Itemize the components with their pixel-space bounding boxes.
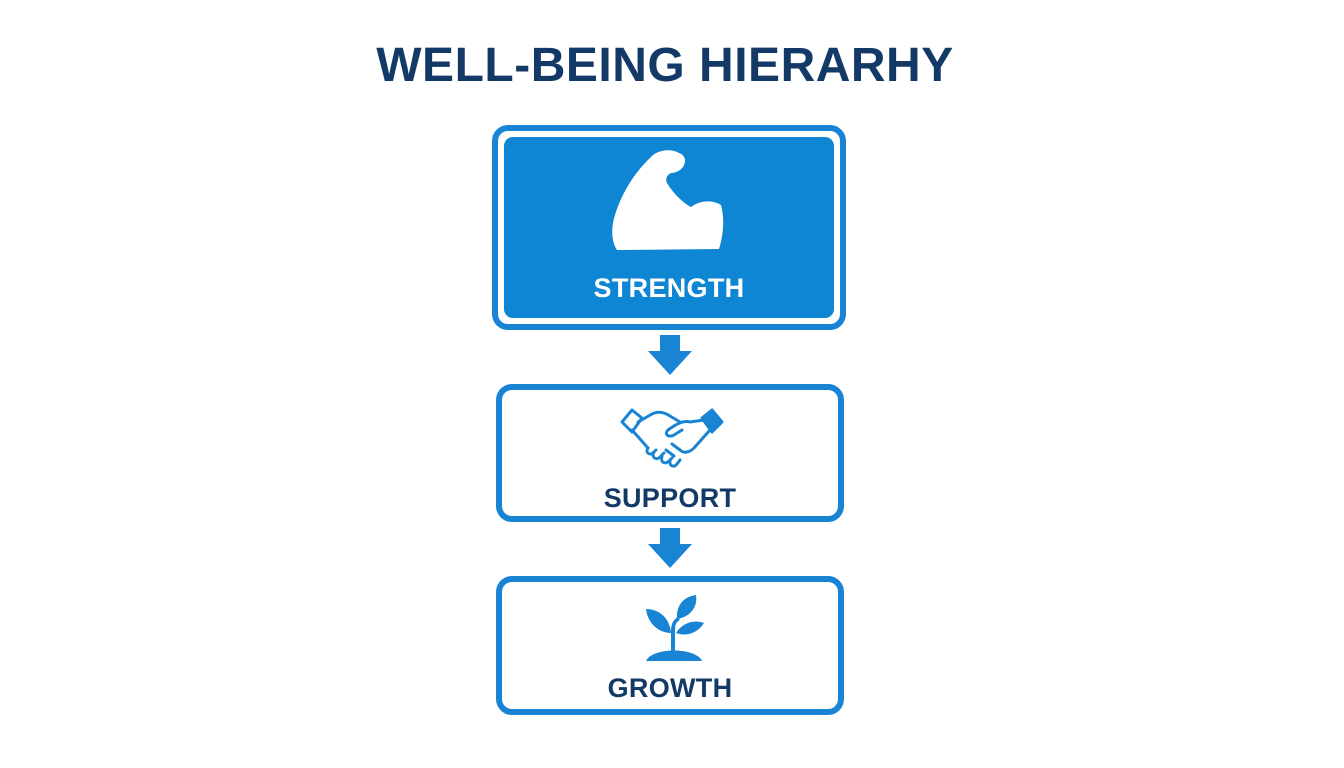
level-growth-label: GROWTH <box>607 673 733 703</box>
level-support-label: SUPPORT <box>603 483 737 513</box>
arrow-down-icon <box>648 528 692 568</box>
level-growth-box: GROWTH <box>496 576 844 715</box>
diagram-title: WELL-BEING HIERARHY <box>376 39 954 92</box>
level-support-box: SUPPORT <box>496 384 844 522</box>
level-strength-box: STRENGTH <box>492 125 846 330</box>
sprout-icon <box>646 595 704 661</box>
handshake-icon <box>620 408 724 468</box>
arrow-down-icon <box>648 335 692 375</box>
flexed-arm-icon <box>612 150 724 250</box>
level-strength-label: STRENGTH <box>593 273 745 303</box>
level-strength-fill: STRENGTH <box>504 137 834 318</box>
